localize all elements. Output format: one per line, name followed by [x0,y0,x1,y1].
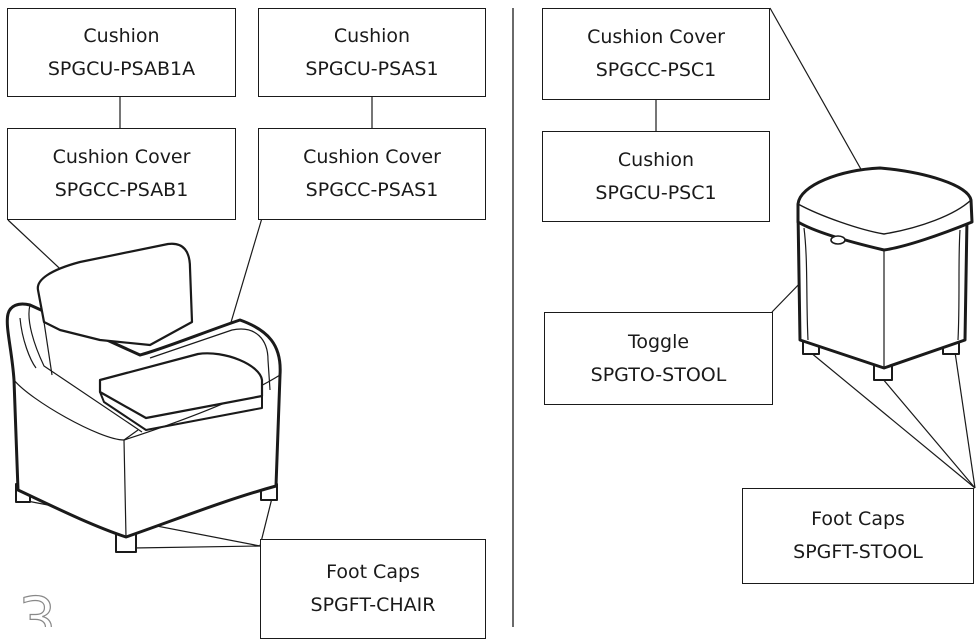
part-code: SPGCC-PSAB1 [54,179,189,201]
armchair-illustration [5,242,282,553]
part-name: Cushion Cover [52,146,191,168]
part-code: SPGCU-PSAS1 [305,57,439,80]
part-code: SPGCU-PSAB1A [47,57,196,80]
part-code: SPGCC-PSC1 [595,59,717,81]
part-code: SPGFT-STOOL [793,541,923,563]
label-toggle-stool: Toggle SPGTO-STOOL [544,312,773,405]
part-name: Cushion [83,24,160,47]
part-code: SPGTO-STOOL [590,363,727,386]
part-name: Foot Caps [326,561,420,583]
label-cushion-psas1: Cushion SPGCU-PSAS1 [258,8,486,97]
part-code: SPGCU-PSC1 [595,181,717,204]
part-code: SPGCC-PSAS1 [305,179,439,201]
part-name: Foot Caps [811,508,905,530]
part-code: SPGFT-CHAIR [310,594,436,616]
label-cushion-cover-psc1: Cushion Cover SPGCC-PSC1 [542,8,770,100]
part-name: Toggle [627,330,690,353]
stool-toggle [830,235,846,245]
label-cushion-psc1: Cushion SPGCU-PSC1 [542,131,770,222]
stool-illustration [796,166,974,381]
part-name: Cushion Cover [303,146,441,168]
label-foot-caps-chair: Foot Caps SPGFT-CHAIR [260,539,486,639]
part-name: Cushion Cover [587,26,725,48]
chair-back-cushion [36,242,194,347]
page-number: 3 [18,585,56,627]
part-name: Cushion [617,148,695,171]
label-cushion-psab1a: Cushion SPGCU-PSAB1A [7,8,236,97]
part-name: Cushion [333,24,411,47]
label-cushion-cover-psab1: Cushion Cover SPGCC-PSAB1 [7,128,236,220]
chair-seat-cushion [98,352,264,420]
label-cushion-cover-psas1: Cushion Cover SPGCC-PSAS1 [258,128,486,220]
label-foot-caps-stool: Foot Caps SPGFT-STOOL [742,488,974,584]
